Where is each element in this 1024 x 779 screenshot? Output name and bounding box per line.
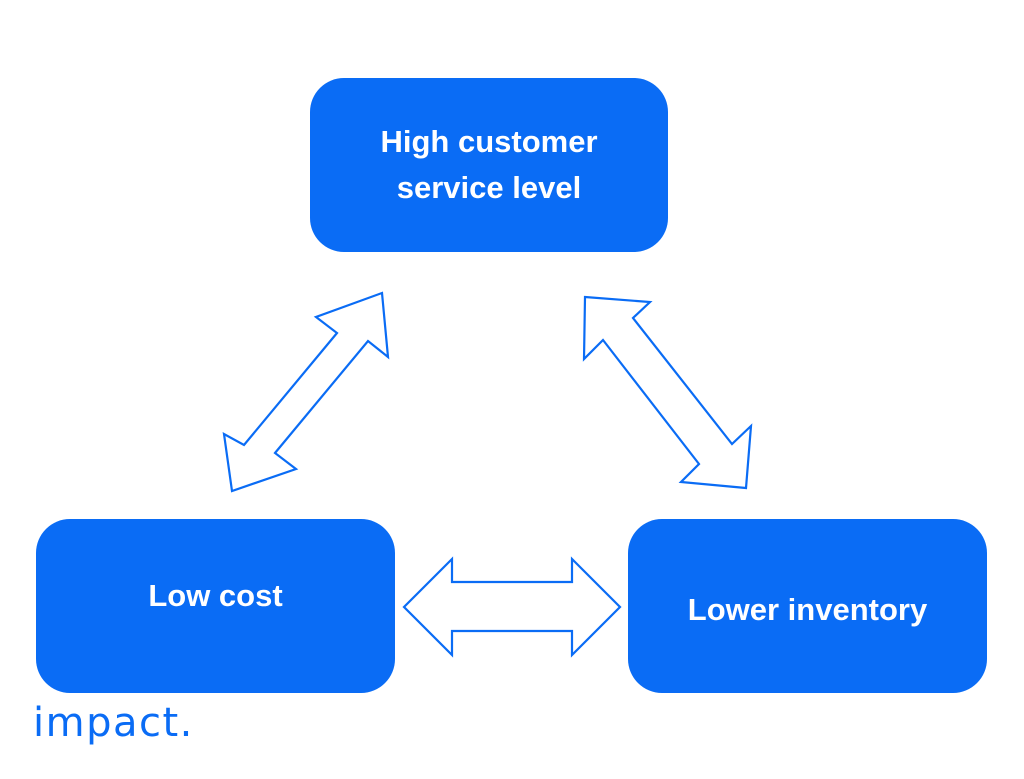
node-high-customer-service-level: High customer service level xyxy=(310,78,668,252)
node-lower-inventory: Lower inventory xyxy=(628,519,987,693)
impact-logo: impact. xyxy=(33,700,194,746)
double-arrow-top-right xyxy=(582,295,753,490)
node-label: High customer service level xyxy=(380,124,598,205)
double-arrow-left-top xyxy=(222,291,390,493)
node-label: Lower inventory xyxy=(687,592,928,627)
logo-text: impact. xyxy=(33,700,194,746)
node-low-cost: Low cost xyxy=(36,519,395,693)
double-arrow-left-right xyxy=(402,556,622,658)
node-label: Low cost xyxy=(148,578,283,613)
